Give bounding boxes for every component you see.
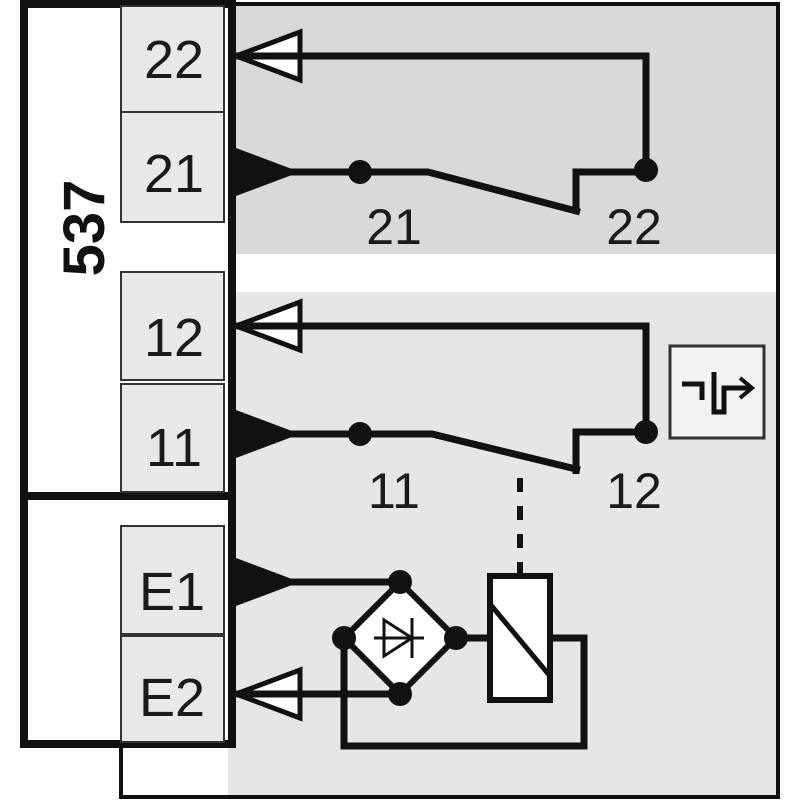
terminal-block-E1: E1 <box>120 525 225 635</box>
contact-node-22 <box>634 158 658 182</box>
contact-lever-upper <box>360 168 581 216</box>
wire-12 <box>232 322 650 432</box>
terminal-label-21: 21 <box>144 144 204 204</box>
outer-frame <box>119 2 780 799</box>
bridge-rectifier-icon <box>332 570 468 706</box>
device-code: 537 <box>52 180 117 277</box>
upper-contact-section <box>228 4 778 254</box>
contact-fixed-upper <box>572 168 646 212</box>
terminal-label-E2: E2 <box>139 668 205 728</box>
contact-label-22: 22 <box>606 199 662 255</box>
terminal-block-11: 11 <box>120 383 225 493</box>
contact-node-12 <box>634 420 658 444</box>
terminal-label-11: 11 <box>146 418 202 478</box>
terminal-label-E1: E1 <box>139 562 205 622</box>
contact-label-11: 11 <box>368 463 420 519</box>
on-delay-symbol-icon <box>668 344 766 440</box>
contact-lever-lower <box>360 430 581 474</box>
terminal-block-22: 22 <box>120 5 225 113</box>
wire-22 <box>232 52 650 170</box>
terminal-block-12: 12 <box>120 271 225 381</box>
contact-label-21: 21 <box>366 199 422 255</box>
contact-label-12: 12 <box>606 463 662 519</box>
terminal-block-21: 21 <box>120 111 225 223</box>
relay-coil-icon <box>487 573 553 703</box>
terminal-block-E2: E2 <box>120 635 225 743</box>
terminal-label-12: 12 <box>144 308 204 368</box>
wire-coil-return <box>340 634 588 750</box>
terminal-label-22: 22 <box>144 30 204 90</box>
contact-fixed-lower <box>572 428 646 474</box>
